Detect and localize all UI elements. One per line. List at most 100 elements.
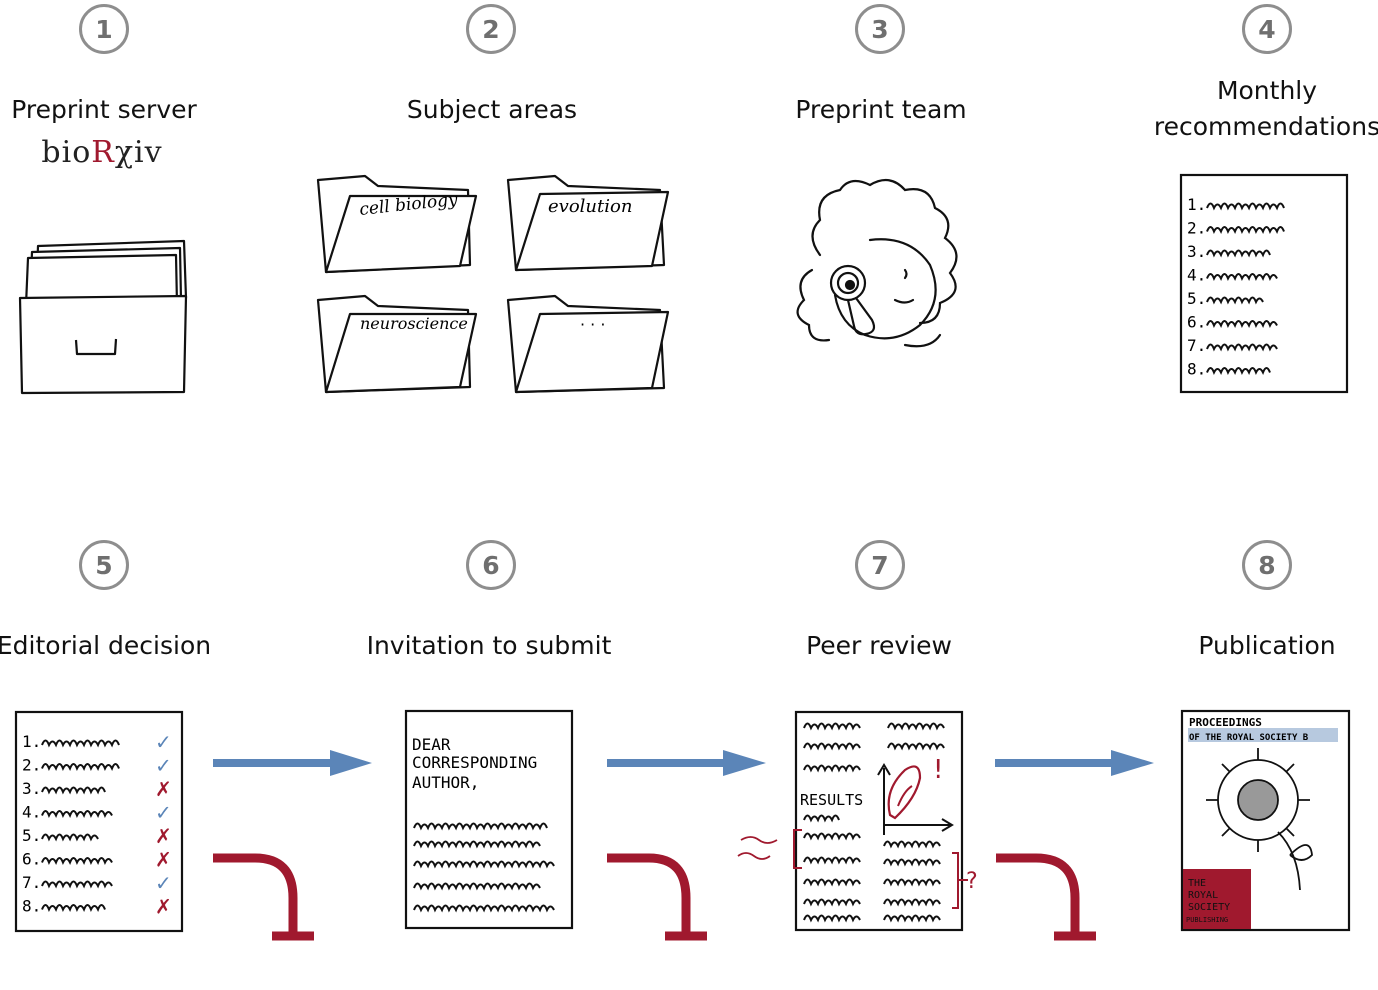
monthly-list-number-5: 5. [1187,289,1206,308]
scribble-line [41,857,113,865]
decision-mark-3: ✗ [155,777,172,801]
scribble-line [883,858,941,867]
folder-label-evolution: evolution [548,196,632,217]
decision-mark-8: ✗ [155,895,172,919]
monthly-list-numbers: 1.2.3.4.5.6.7.8. [1187,195,1206,379]
decision-list-number-7: 7. [22,873,41,892]
step-2-badge: 2 [466,4,516,54]
journal-badge-line1: THE [1188,878,1206,889]
journal-header-line2: OF THE ROYAL SOCIETY B [1189,733,1309,743]
monthly-list-number-6: 6. [1187,313,1206,332]
scribble-line [41,904,106,912]
step-2-title: Subject areas [406,95,578,124]
review-exclaim-mark: ! [933,755,943,785]
scribble-line [41,810,113,818]
step-4-title-line2: recommendations [1153,112,1378,141]
decision-mark-6: ✗ [155,848,172,872]
decision-list-number-8: 8. [22,897,41,916]
scribble-line [413,904,555,913]
scribble-line [803,878,861,887]
folder-evolution-icon [506,174,670,272]
reviewer-magnifier-icon [796,178,958,348]
rejection-markers [213,853,1096,941]
flow-arrows [213,750,1154,776]
scribble-line [1206,320,1278,328]
handwritten-scribbles [41,202,1285,923]
journal-badge-line4: PUBLISHING [1186,916,1228,924]
monthly-list-number-7: 7. [1187,336,1206,355]
scribble-line [803,832,861,841]
file-box-icon [18,239,188,395]
scribble-line [41,880,113,889]
scribble-line [41,833,99,842]
decision-list-number-2: 2. [22,756,41,775]
decision-mark-2: ✓ [155,754,172,778]
scribble-line [803,898,861,907]
scribble-line [1206,226,1285,234]
scribble-line [1206,367,1271,375]
scribble-line [803,742,861,751]
folder-more-icon [506,294,670,394]
decision-mark-7: ✓ [155,871,172,895]
scribble-line [887,742,945,751]
decision-list-number-1: 1. [22,732,41,751]
decision-mark-4: ✓ [155,801,172,825]
decision-list-number-4: 4. [22,803,41,822]
scribble-line [1206,273,1278,281]
step-1-title: Preprint server [11,95,197,124]
step-6-title: Invitation to submit [366,631,612,660]
scribble-line [41,739,120,748]
folder-label-neuroscience: neuroscience [360,314,468,333]
step-1-badge: 1 [79,4,129,54]
decision-list-number-5: 5. [22,826,41,845]
scribble-line [1206,249,1271,258]
decision-marks: ✓✓✗✓✗✗✓✗ [155,730,172,919]
brand-bio: bio [41,135,92,170]
step-8-title: Publication [1198,631,1336,660]
scribble-line [883,840,941,849]
folder-cell-biology-icon [316,174,478,274]
decision-list-icon [14,710,184,933]
scribble-line [883,914,941,923]
step-4-badge: 4 [1242,4,1292,54]
scribble-line [803,764,861,773]
journal-badge-line3: SOCIETY [1188,902,1230,913]
biorxiv-logo: bioRχiv [2,135,202,170]
scribble-line [413,882,541,891]
scribble-line [41,786,106,795]
decision-list-number-3: 3. [22,779,41,798]
folder-label-more: · · · [580,315,605,334]
step-3-badge: 3 [855,4,905,54]
flower-icon [1206,748,1313,891]
scribble-line [1206,296,1264,305]
scribble-line [803,814,840,823]
letter-line2: CORRESPONDING [412,753,537,772]
journal-badge-line2: ROYAL [1188,890,1218,901]
decision-list-numbers: 1. 2. 3. 4. 5. 6. 7. 8. [22,732,41,916]
decision-list-number-6: 6. [22,850,41,869]
scribble-line [41,763,120,771]
scribble-line [1206,202,1285,211]
scribble-line [803,856,861,865]
letter-line3: AUTHOR, [412,773,479,792]
step-3-title: Preprint team [795,95,967,124]
monthly-list-icon [1179,173,1349,394]
scribble-line [803,722,861,731]
brand-xiv: χiv [114,135,163,170]
folder-neuroscience-icon [316,294,478,394]
monthly-list-number-3: 3. [1187,242,1206,261]
monthly-list-number-2: 2. [1187,219,1206,238]
step-4-title-line1: Monthly [1216,76,1318,105]
review-question-mark: ? [966,869,978,894]
scribble-line [883,878,941,887]
step-8-badge: 8 [1242,540,1292,590]
scribble-line [883,898,941,907]
decision-mark-1: ✓ [155,730,172,754]
invitation-letter-icon [404,709,574,930]
decision-mark-5: ✗ [155,824,172,848]
journal-header-line1: PROCEEDINGS [1189,716,1262,729]
step-6-badge: 6 [466,540,516,590]
scribble-line [1206,343,1278,352]
step-7-title: Peer review [806,631,952,660]
